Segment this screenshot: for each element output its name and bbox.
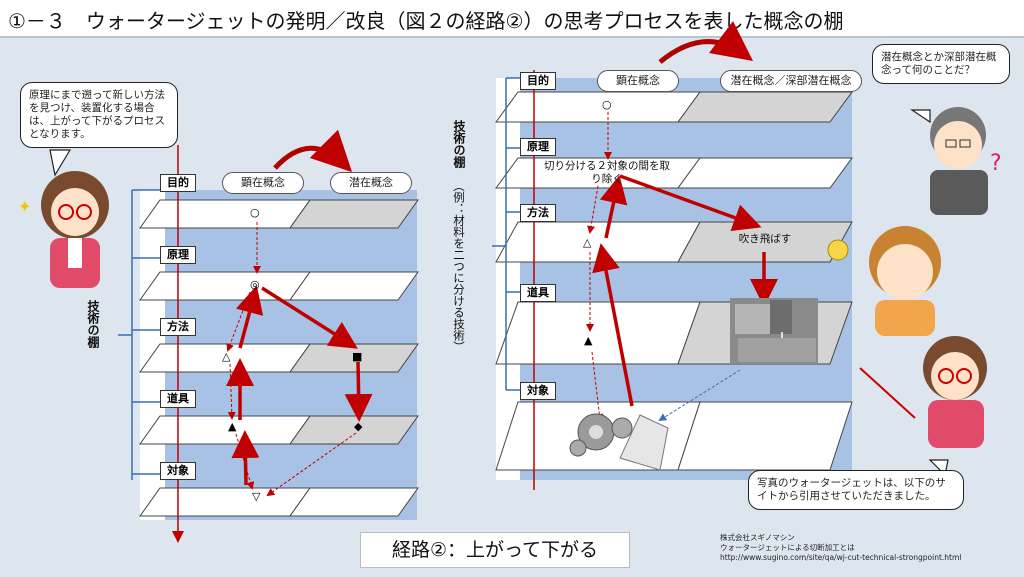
woman-pointer-illustration (859, 336, 987, 448)
right-shelf (492, 21, 853, 490)
credit-url[interactable]: http://www.sugino.com/site/qa/wj-cut-tec… (720, 553, 962, 562)
left-node-method-r: ■ (352, 350, 363, 363)
top-right-speech-bubble: 潜在概念とか深部潜在概念って何のことだ？ (872, 44, 1010, 84)
right-latent-pill: 潜在概念／深部潜在概念 (720, 70, 862, 92)
left-level-tool: 道具 (160, 390, 196, 408)
left-node-object: ▽ (252, 490, 261, 503)
right-node-goal: ○ (602, 98, 612, 111)
gear-cutting-image (569, 413, 669, 471)
svg-text:?: ? (990, 151, 1002, 176)
left-level-object: 対象 (160, 462, 196, 480)
left-level-method: 方法 (160, 318, 196, 336)
left-node-principle: ◎ (250, 278, 260, 291)
man-confused-illustration: ? (930, 107, 1002, 215)
right-level-tool: 道具 (520, 284, 556, 302)
route-label: 経路②：上がって下がる (360, 532, 630, 568)
right-level-method: 方法 (520, 204, 556, 222)
left-node-tool-r: ◆ (354, 420, 363, 433)
title-bar: ①－３ ウォータージェットの発明／改良（図２の経路②）の思考プロセスを表した概念… (0, 0, 1024, 38)
credit-article: ウォータージェットによる切断加工とは (720, 543, 855, 552)
right-level-purpose: 目的 (520, 72, 556, 90)
left-level-principle: 原理 (160, 246, 196, 264)
svg-text:✦: ✦ (18, 197, 31, 216)
right-principle-text: 切り分ける２対象の間を取り除く (544, 160, 670, 185)
right-level-principle: 原理 (520, 138, 556, 156)
left-explicit-pill: 顕在概念 (222, 172, 304, 194)
right-vertical-label: 技術の棚 (452, 120, 466, 168)
page-title: ①－３ ウォータージェットの発明／改良（図２の経路②）の思考プロセスを表した概念… (8, 9, 844, 33)
left-speech-bubble: 原理にまで遡って新しい方法を見つけ、装置化する場合は、上がって下がるプロセスとな… (20, 82, 178, 148)
credit-company: 株式会社スギノマシン (720, 533, 795, 542)
right-level-object: 対象 (520, 382, 556, 400)
left-shelf (118, 129, 419, 543)
right-node-method: △ (583, 236, 592, 249)
left-level-purpose: 目的 (160, 174, 196, 192)
left-node-goal: ○ (250, 206, 260, 219)
waterjet-photo (730, 298, 818, 364)
right-explicit-pill: 顕在概念 (597, 70, 679, 92)
woman-idea-illustration (827, 226, 941, 336)
credit-block: 株式会社スギノマシン ウォータージェットによる切断加工とは http://www… (720, 533, 961, 563)
right-vertical-sub: （例：材料を二つに分ける技術） (452, 180, 466, 353)
woman-thinking-illustration: ✦ (18, 171, 109, 288)
right-method-text: 吹き飛ばす (738, 233, 792, 245)
right-node-tool: ▲ (584, 334, 593, 347)
bottom-right-speech-bubble: 写真のウォータージェットは、以下のサイトから引用させていただきました。 (748, 470, 964, 510)
left-node-method-l: △ (222, 350, 231, 363)
left-vertical-label: 技術の棚 (86, 300, 100, 348)
left-latent-pill: 潜在概念 (330, 172, 412, 194)
left-node-tool-l: ▲ (228, 420, 237, 433)
